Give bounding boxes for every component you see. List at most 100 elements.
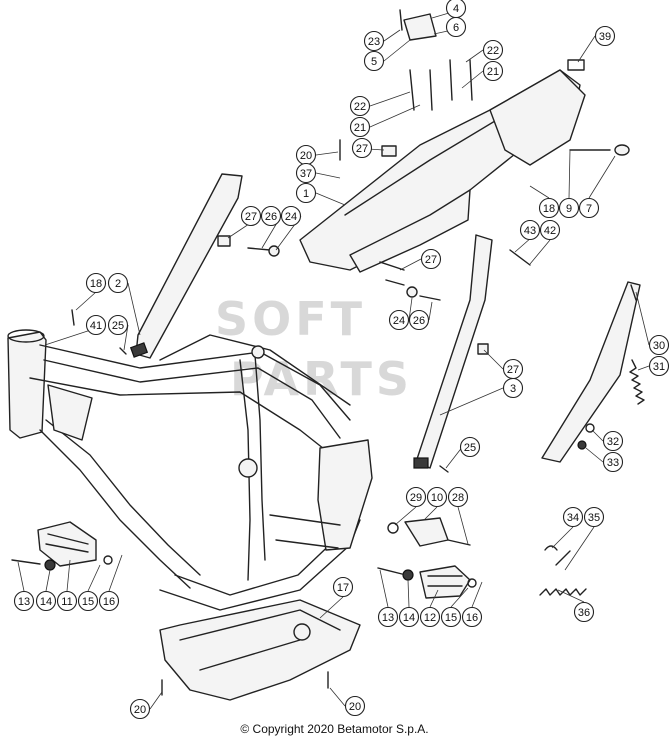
- callout-number: 15: [82, 596, 94, 608]
- callout-number: 36: [578, 607, 590, 619]
- skid-plate-body: [159, 599, 361, 701]
- callout-35: 35: [583, 506, 605, 528]
- callout-20: 20: [295, 144, 317, 166]
- engine-mount: [238, 458, 258, 478]
- callout-number: 6: [453, 22, 459, 34]
- bolts-21-22: [409, 59, 473, 111]
- callout-circle: [388, 309, 410, 331]
- footpeg-left-body: [37, 521, 97, 567]
- callout-22: 22: [349, 95, 371, 117]
- callout-number: 10: [431, 492, 443, 504]
- callout-39: 39: [594, 25, 616, 47]
- bolt-42: [509, 249, 531, 266]
- callout-number: 4: [453, 3, 459, 15]
- side-stand-spring: [629, 359, 645, 405]
- clip-27-left: [217, 235, 231, 247]
- callout-number: 27: [356, 143, 368, 155]
- callout-circle: [35, 590, 57, 612]
- callout-circle: [602, 451, 624, 473]
- callout-24: 24: [280, 205, 302, 227]
- copyright-text: © Copyright 2020 Betamotor S.p.A.: [240, 722, 429, 736]
- callout-3: 3: [502, 377, 524, 399]
- callout-number: 34: [567, 512, 579, 524]
- skid-plate-mount: [293, 623, 311, 641]
- callout-13: 13: [13, 590, 35, 612]
- footpeg-left-spring: [44, 559, 56, 571]
- callout-circle: [502, 377, 524, 399]
- callout-circle: [558, 197, 580, 219]
- callout-number: 14: [403, 612, 415, 624]
- callout-27: 27: [420, 248, 442, 270]
- callout-26: 26: [408, 309, 430, 331]
- callout-circle: [13, 590, 35, 612]
- callout-circle: [129, 698, 151, 720]
- callout-28: 28: [447, 486, 469, 508]
- callout-20: 20: [129, 698, 151, 720]
- callout-number: 29: [410, 492, 422, 504]
- callout-circle: [538, 197, 560, 219]
- callout-number: 5: [371, 56, 377, 68]
- callout-15: 15: [440, 606, 462, 628]
- callout-number: 15: [445, 612, 457, 624]
- callout-number: 1: [303, 188, 309, 200]
- callout-18: 18: [85, 272, 107, 294]
- watermark-line2: PARTS: [230, 352, 413, 406]
- footpeg-right-washer: [467, 578, 477, 588]
- callout-number: 2: [115, 278, 121, 290]
- footpeg-left-teeth: [45, 533, 89, 553]
- callout-circle: [344, 695, 366, 717]
- bolt-23: [399, 9, 403, 31]
- callout-number: 16: [466, 612, 478, 624]
- callout-circle: [240, 205, 262, 227]
- callout-43: 43: [519, 219, 541, 241]
- spacer-24-left: [268, 245, 280, 257]
- callout-number: 16: [103, 596, 115, 608]
- callout-number: 18: [90, 278, 102, 290]
- front-bracket-body: [135, 173, 243, 359]
- top-mount: [251, 345, 265, 359]
- callout-number: 27: [507, 364, 519, 376]
- top-tube-lower: [43, 359, 341, 439]
- callout-number: 13: [382, 612, 394, 624]
- footpeg-right-teeth: [427, 575, 463, 587]
- callout-31: 31: [648, 355, 669, 377]
- footpeg-right: [377, 565, 477, 599]
- callout-circle: [295, 182, 317, 204]
- callout-circle: [349, 116, 371, 138]
- grommet-7: [614, 144, 630, 156]
- callout-30: 30: [648, 334, 669, 356]
- bolt-26-left: [247, 247, 271, 251]
- footpeg-left-pin: [11, 559, 41, 565]
- skid-plate: [159, 599, 361, 701]
- callout-number: 23: [368, 36, 380, 48]
- callout-32: 32: [602, 430, 624, 452]
- footpeg-right-body: [419, 565, 471, 599]
- callout-number: 37: [300, 168, 312, 180]
- callout-23: 23: [363, 30, 385, 52]
- callout-number: 14: [40, 596, 52, 608]
- callout-12: 12: [419, 606, 441, 628]
- footpeg-left-washer: [103, 555, 113, 565]
- callout-number: 30: [653, 340, 665, 352]
- callout-number: 7: [586, 203, 592, 215]
- callout-circle: [408, 309, 430, 331]
- callout-7: 7: [578, 197, 600, 219]
- callout-circle: [602, 430, 624, 452]
- callout-circle: [482, 39, 504, 61]
- callout-circle: [351, 137, 373, 159]
- callout-number: 18: [543, 203, 555, 215]
- side-stand-leg: [541, 281, 641, 463]
- steering-head: [7, 331, 47, 439]
- callout-number: 42: [544, 225, 556, 237]
- callout-number: 24: [393, 315, 405, 327]
- footpeg-bracket: [404, 517, 449, 547]
- callout-27: 27: [351, 137, 373, 159]
- seat-rail: [159, 334, 351, 406]
- callout-circle: [107, 314, 129, 336]
- footpeg-left: [11, 521, 113, 571]
- callout-circle: [482, 60, 504, 82]
- callout-circle: [461, 606, 483, 628]
- callout-circle: [405, 486, 427, 508]
- bracket-bolt: [447, 539, 471, 546]
- callout-circle: [377, 606, 399, 628]
